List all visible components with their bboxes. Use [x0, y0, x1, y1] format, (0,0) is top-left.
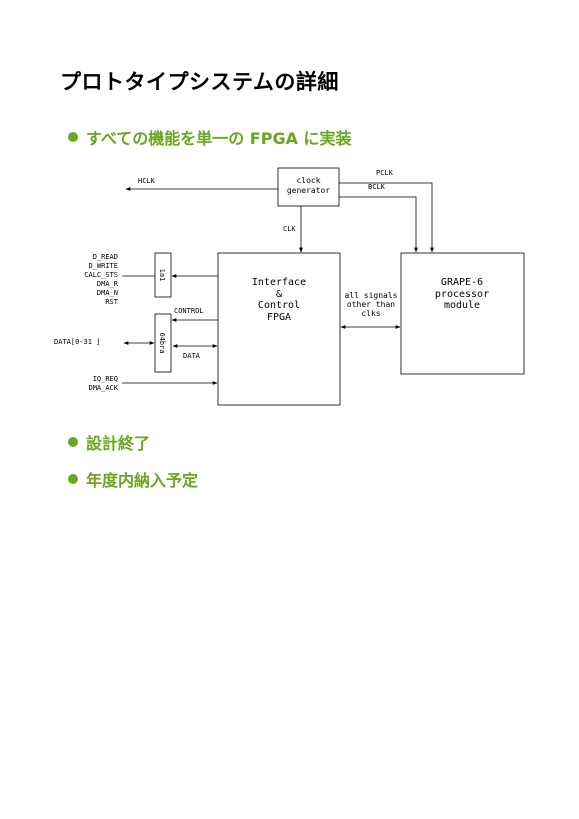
page-title: プロトタイプシステムの詳細 — [60, 70, 339, 94]
clk-label: CLK — [283, 225, 296, 233]
pclk-line — [339, 182, 434, 253]
signal-d-read: D_READ — [93, 253, 118, 261]
all-signals-line1: all signals — [345, 291, 398, 300]
buffer-bottom-label: 64bra — [158, 332, 166, 353]
grape-module-box — [400, 252, 525, 375]
signal-calc-sts: CALC_STS — [84, 271, 118, 279]
signal-dma-ack: DMA_ACK — [88, 384, 118, 392]
signal-rst: RST — [105, 298, 118, 306]
data-label: DATA — [183, 352, 201, 360]
bullet-text: 設計終了 — [86, 434, 151, 453]
bullet-delivery: 年度内納入予定 — [68, 467, 198, 491]
signal-iq-req: IQ_REQ — [93, 375, 118, 383]
buffer-top-label: 1a1 — [158, 269, 166, 282]
signal-dma-r: DMA_R — [97, 280, 119, 288]
bullet-design-done: 設計終了 — [68, 430, 150, 454]
buffer-bottom-box — [154, 313, 172, 373]
clock-box-line1: clock — [296, 176, 320, 185]
bullet-text: 年度内納入予定 — [86, 471, 199, 490]
signal-dma-n: DMA_N — [97, 289, 118, 297]
fpga-box-line4: FPGA — [267, 312, 291, 323]
fpga-box-line1: Interface — [252, 277, 306, 288]
bclk-label: BCLK — [368, 183, 386, 191]
bullet-text: すべての機能を単一の FPGA に実装 — [86, 129, 352, 148]
bullet-dot-icon — [68, 474, 78, 484]
pclk-label: PCLK — [376, 169, 394, 177]
clock-box-line2: generator — [287, 186, 331, 195]
bullet-dot-icon — [68, 132, 78, 142]
buffer-top-box — [154, 252, 172, 298]
clock-generator-box — [277, 167, 340, 207]
grape-box-line2: processor — [435, 289, 489, 300]
data-bus-label: DATA[0-31 ] — [54, 338, 100, 346]
bclk-line — [339, 196, 418, 253]
signal-d-write: D_WRITE — [88, 262, 118, 270]
all-signals-line3: clks — [361, 309, 380, 318]
fpga-box-line2: & — [276, 289, 282, 300]
control-label: CONTROL — [174, 307, 204, 315]
hclk-label: HCLK — [138, 177, 156, 185]
fpga-box-line3: Control — [258, 300, 300, 311]
bullet-dot-icon — [68, 437, 78, 447]
all-signals-line2: other than — [347, 300, 395, 309]
grape-box-line1: GRAPE-6 — [441, 277, 483, 288]
grape-box-line3: module — [444, 300, 480, 311]
bullet-fpga: すべての機能を単一の FPGA に実装 — [68, 125, 352, 149]
fpga-box — [217, 252, 341, 406]
